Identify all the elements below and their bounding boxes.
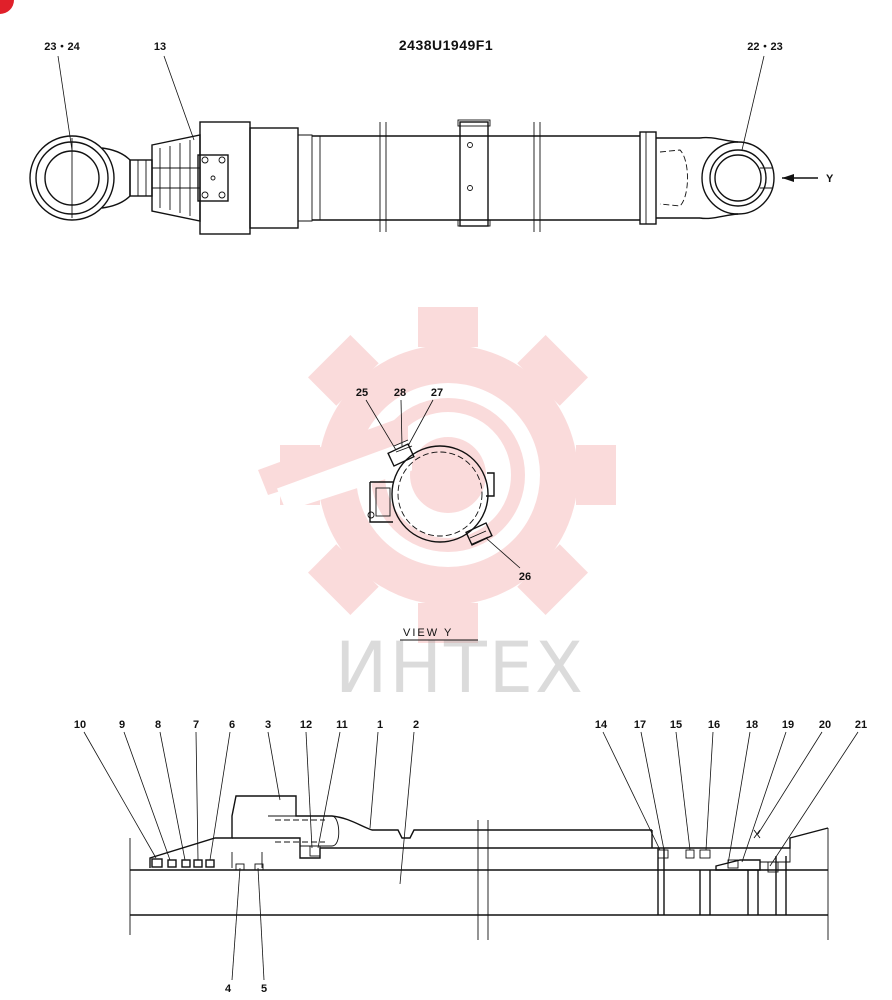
watermark-text: ИНТЕХ xyxy=(335,627,585,709)
callout-19: 19 xyxy=(782,719,794,731)
callout-8: 8 xyxy=(155,719,161,731)
callout-22-23: 22・23 xyxy=(747,41,782,53)
corner-badge-icon xyxy=(0,0,14,14)
callout-7: 7 xyxy=(193,719,199,731)
view-y-end-view: 25 28 27 26 VIEW Y xyxy=(356,387,531,641)
callout-23-24: 23・24 xyxy=(44,41,80,53)
callout-1: 1 xyxy=(377,719,383,731)
callout-27: 27 xyxy=(431,387,443,399)
callout-18: 18 xyxy=(746,719,758,731)
callout-25: 25 xyxy=(356,387,368,399)
callout-26: 26 xyxy=(519,571,531,583)
view-y-label: VIEW Y xyxy=(403,627,453,639)
callout-2: 2 xyxy=(413,719,419,731)
callout-15: 15 xyxy=(670,719,682,731)
callout-13: 13 xyxy=(154,41,166,53)
callout-14: 14 xyxy=(595,719,608,731)
callout-6: 6 xyxy=(229,719,235,731)
view-arrow-label: Y xyxy=(826,173,834,185)
callout-5: 5 xyxy=(261,983,267,995)
callout-11: 11 xyxy=(336,719,348,731)
drawing-number: 2438U1949F1 xyxy=(399,37,493,53)
callout-16: 16 xyxy=(708,719,720,731)
callout-17: 17 xyxy=(634,719,646,731)
callout-21: 21 xyxy=(855,719,867,731)
callout-28: 28 xyxy=(394,387,406,399)
callout-10: 10 xyxy=(74,719,86,731)
callout-20: 20 xyxy=(819,719,831,731)
callout-9: 9 xyxy=(119,719,125,731)
cylinder-section-view: 10 9 8 7 6 3 12 11 1 2 14 17 15 16 18 19… xyxy=(74,719,867,995)
callout-3: 3 xyxy=(265,719,271,731)
callout-12: 12 xyxy=(300,719,312,731)
cylinder-side-view: Y 23・24 13 22・23 xyxy=(29,41,834,235)
watermark-gear-logo xyxy=(258,307,616,643)
callout-4: 4 xyxy=(225,983,232,995)
